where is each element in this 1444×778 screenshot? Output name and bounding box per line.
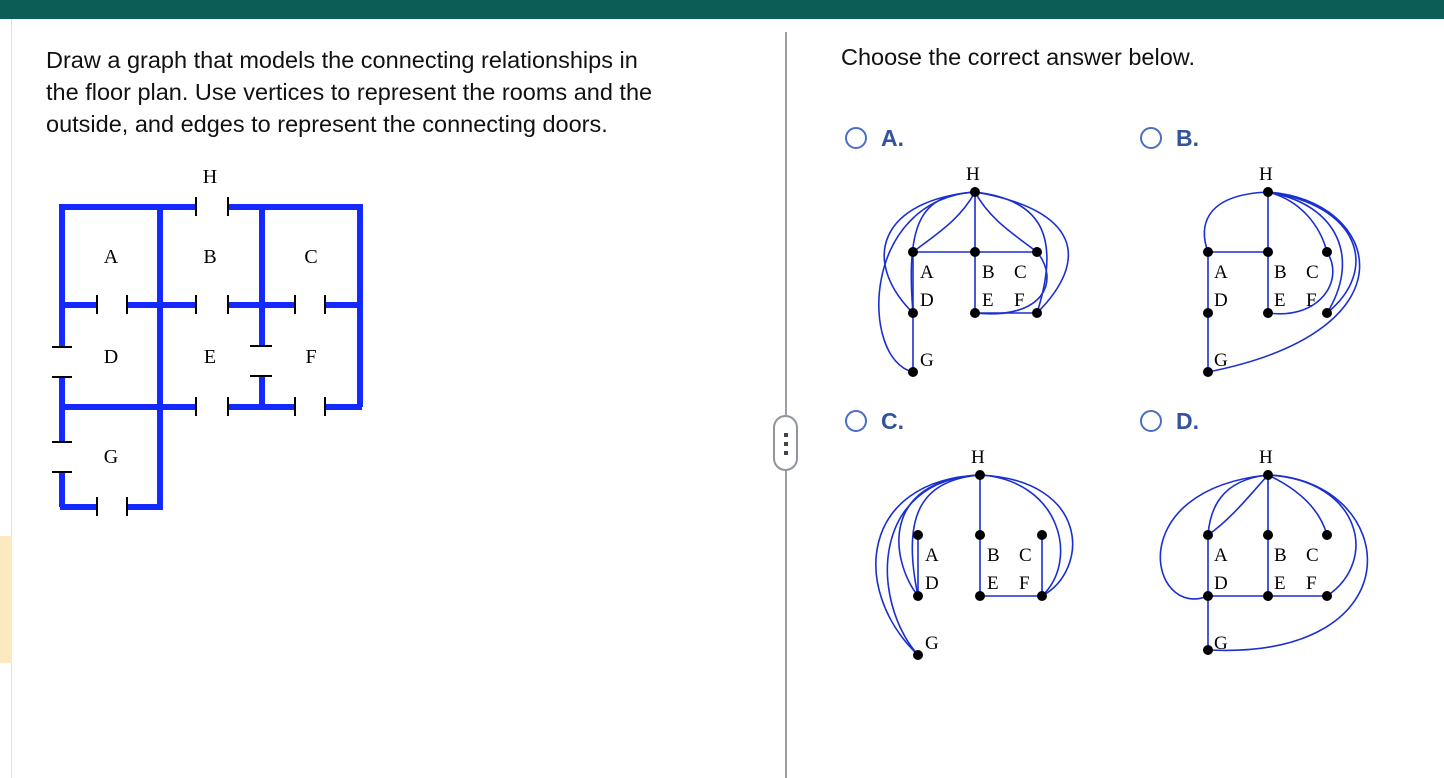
room-label-b: B (203, 246, 216, 268)
option-a-vertex-c: C (1014, 262, 1027, 283)
option-b-label[interactable]: B. (1176, 125, 1199, 151)
option-d-vertex-e: E (1274, 573, 1286, 594)
option-c-vertex-b: B (987, 545, 1000, 566)
option-b-vertex-f: F (1306, 290, 1317, 311)
pane-divider[interactable] (785, 32, 787, 778)
option-b-graph (1203, 191, 1361, 373)
room-label-g: G (104, 446, 118, 468)
option-b-vertex-h: H (1259, 164, 1273, 185)
question-line-2: the floor plan. Use vertices to represen… (46, 79, 653, 105)
graph-vertices (908, 187, 1332, 660)
option-a-vertex-f: F (1014, 290, 1025, 311)
option-d-vertex-a: A (1214, 545, 1228, 566)
question-line-1: Draw a graph that models the connecting … (46, 47, 638, 73)
option-b-vertex-b: B (1274, 262, 1287, 283)
option-c-vertex-g: G (925, 633, 939, 654)
option-c-vertex-d: D (925, 573, 939, 594)
top-header-bar (0, 0, 1444, 19)
option-d-graph (1159, 474, 1369, 652)
option-c-vertex-a: A (925, 545, 939, 566)
option-c-label[interactable]: C. (881, 408, 904, 434)
option-b-vertex-a: A (1214, 262, 1228, 283)
question-text: Draw a graph that models the connecting … (46, 44, 746, 140)
room-label-e: E (204, 346, 216, 368)
option-b-vertex-g: G (1214, 350, 1228, 371)
room-label-h: H (203, 166, 217, 188)
option-d-label[interactable]: D. (1176, 408, 1199, 434)
floor-plan: H A B C D E F G (52, 166, 363, 516)
option-d-vertex-c: C (1306, 545, 1319, 566)
option-a-vertex-d: D (920, 290, 934, 311)
option-a-vertex-g: G (920, 350, 934, 371)
answer-prompt: Choose the correct answer below. (841, 44, 1195, 70)
room-label-f: F (305, 346, 316, 368)
option-d-vertex-h: H (1259, 447, 1273, 468)
option-c-radio[interactable] (845, 410, 867, 432)
option-a-graph (878, 191, 1070, 373)
room-label-d: D (104, 346, 118, 368)
side-highlight-tab (0, 536, 12, 663)
option-a-vertex-e: E (982, 290, 994, 311)
option-c-vertex-h: H (971, 447, 985, 468)
option-b-vertex-d: D (1214, 290, 1228, 311)
option-a-vertex-h: H (966, 164, 980, 185)
grip-dots-icon[interactable] (773, 415, 798, 471)
room-label-a: A (104, 246, 119, 268)
left-border (11, 19, 12, 778)
option-c-vertex-e: E (987, 573, 999, 594)
option-c-vertex-c: C (1019, 545, 1032, 566)
option-b-vertex-c: C (1306, 262, 1319, 283)
option-d-vertex-g: G (1214, 633, 1228, 654)
room-label-c: C (304, 246, 317, 268)
option-c-vertex-f: F (1019, 573, 1030, 594)
option-d-radio[interactable] (1140, 410, 1162, 432)
option-a-label[interactable]: A. (881, 125, 904, 151)
option-c-graph (875, 474, 1074, 656)
option-b-vertex-e: E (1274, 290, 1286, 311)
option-a-radio[interactable] (845, 127, 867, 149)
question-line-3: outside, and edges to represent the conn… (46, 111, 608, 137)
option-d-vertex-d: D (1214, 573, 1228, 594)
option-b-radio[interactable] (1140, 127, 1162, 149)
option-a-vertex-a: A (920, 262, 934, 283)
option-d-vertex-f: F (1306, 573, 1317, 594)
option-a-vertex-b: B (982, 262, 995, 283)
option-d-vertex-b: B (1274, 545, 1287, 566)
